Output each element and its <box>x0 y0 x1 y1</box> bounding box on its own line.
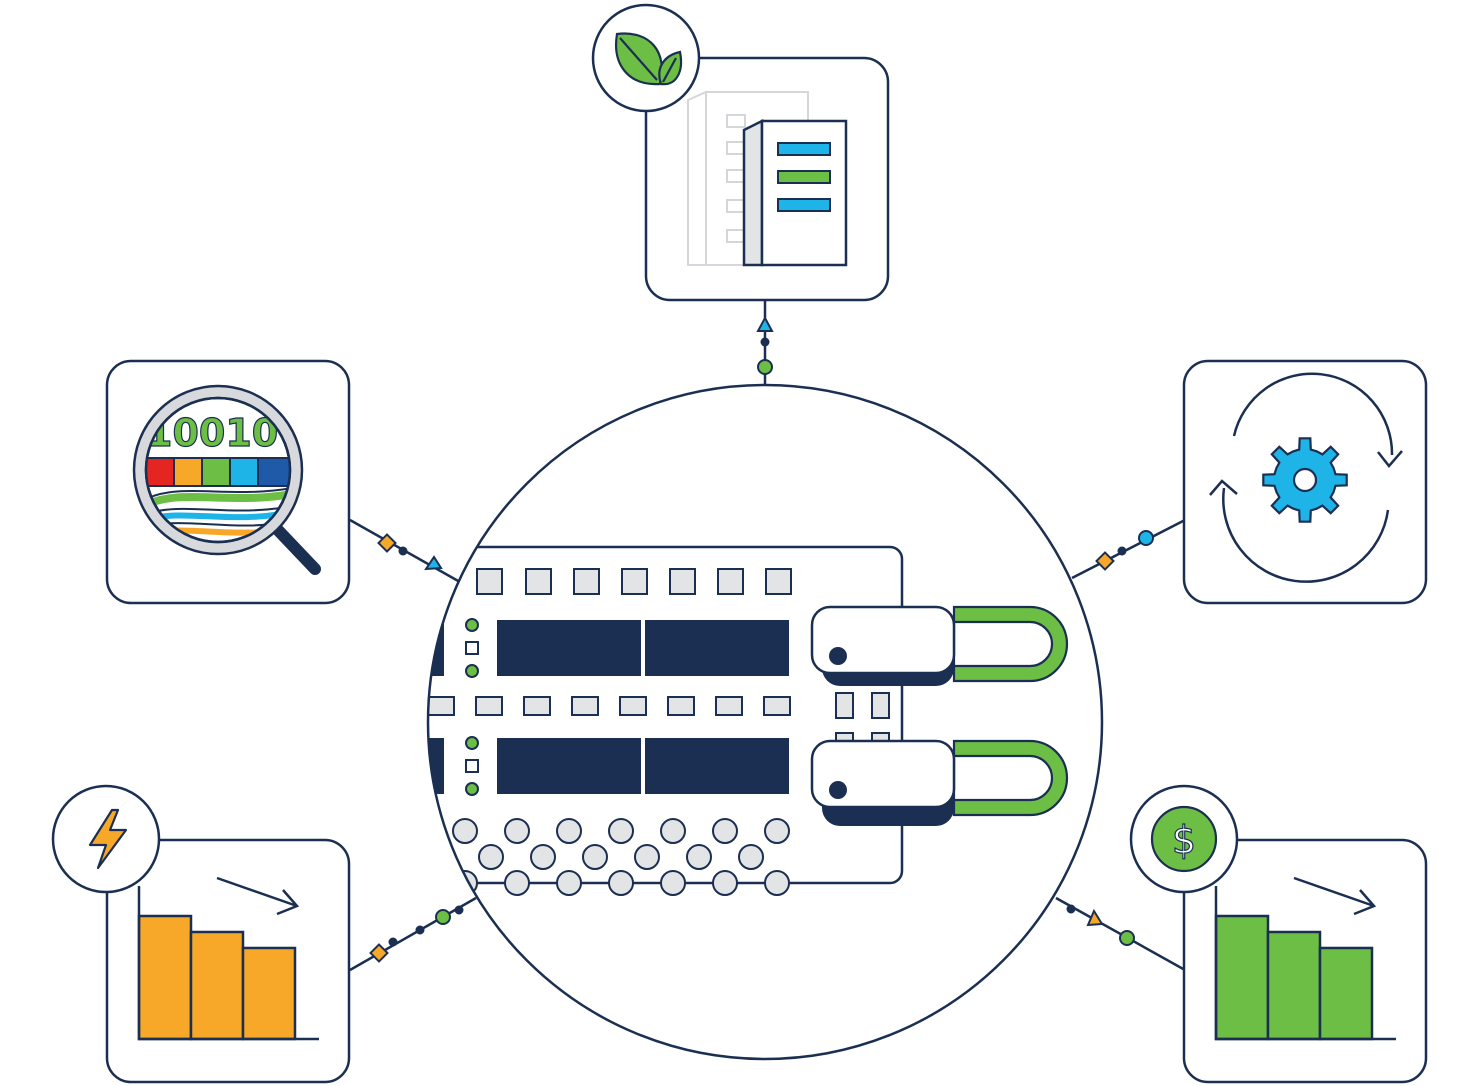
dot-marker <box>1066 904 1076 914</box>
vent-hole <box>712 870 738 896</box>
right-card <box>1182 359 1428 605</box>
vent-hole <box>504 818 530 844</box>
dot-marker <box>760 337 770 347</box>
vent-hole <box>764 870 790 896</box>
vent-hole <box>504 870 530 896</box>
circle-marker <box>435 909 451 925</box>
diamond-marker <box>377 533 397 553</box>
switch-port <box>871 692 890 719</box>
vent-hole <box>660 870 686 896</box>
gear-icon <box>1262 437 1348 523</box>
switch-port <box>765 568 792 595</box>
trend-arrow <box>1293 876 1375 908</box>
switch-port <box>428 696 455 716</box>
switch-port <box>717 568 744 595</box>
lightning-icon <box>88 808 128 870</box>
network-switch-icon <box>428 545 904 896</box>
gear-cycle-icon <box>1209 372 1403 583</box>
switch-port <box>525 568 552 595</box>
vent-hole <box>738 844 764 870</box>
triangle-marker <box>1086 908 1104 927</box>
switch-port <box>621 568 648 595</box>
switch-port <box>715 696 743 716</box>
switch-port <box>523 696 551 716</box>
lightning-badge <box>51 784 161 894</box>
diamond-marker <box>1095 551 1115 571</box>
bar-chart-decrease-icon <box>1214 876 1396 1041</box>
chart-bar <box>1266 930 1322 1041</box>
switch-port <box>571 696 599 716</box>
switch-port <box>475 696 503 716</box>
circle-marker <box>1138 530 1154 546</box>
dot-marker <box>388 937 398 947</box>
vent-hole <box>428 844 452 870</box>
trend-arrow-head <box>1353 889 1377 916</box>
vent-hole <box>478 844 504 870</box>
leaf-badge <box>591 3 701 113</box>
chart-bar <box>1318 946 1374 1041</box>
switch-port <box>669 568 696 595</box>
vent-hole <box>608 870 634 896</box>
switch-port <box>763 696 791 716</box>
trend-arrow-head <box>276 889 300 916</box>
dot-marker <box>454 905 464 915</box>
vent-hole <box>686 844 712 870</box>
vent-hole <box>530 844 556 870</box>
dot-marker <box>415 925 425 935</box>
vent-hole <box>608 818 634 844</box>
bar-chart-decrease-icon <box>137 876 319 1041</box>
leaf-icon <box>615 32 683 86</box>
vent-hole <box>556 870 582 896</box>
chart-axis <box>137 886 319 1041</box>
vent-hole <box>660 818 686 844</box>
switch-port <box>619 696 647 716</box>
vent-hole <box>712 818 738 844</box>
dollar-badge: $ <box>1129 784 1239 894</box>
connector-markers <box>369 315 1154 963</box>
dot-marker <box>398 546 408 556</box>
triangle-marker <box>756 315 774 332</box>
magnifier-data-icon: 10010 <box>132 384 321 575</box>
diamond-marker <box>369 943 389 963</box>
dollar-icon: $ <box>1172 818 1196 862</box>
bottom-left-card <box>51 784 351 1084</box>
switch-port <box>573 568 600 595</box>
dot-marker <box>1117 546 1127 556</box>
transceiver-module-2 <box>810 739 1069 826</box>
bottom-right-card: $ <box>1129 784 1428 1084</box>
switch-port <box>835 692 854 719</box>
switch-port <box>476 568 503 595</box>
chart-bar <box>137 914 193 1041</box>
vent-hole <box>582 844 608 870</box>
top-card <box>591 3 890 302</box>
center-switch <box>426 383 1104 1061</box>
trend-arrow <box>216 876 298 908</box>
vent-hole <box>556 818 582 844</box>
chart-bar <box>241 946 297 1041</box>
chart-bar <box>189 930 245 1041</box>
connector-right <box>1071 518 1186 580</box>
left-card: 10010 <box>105 359 351 605</box>
chart-bar <box>1214 914 1270 1041</box>
chart-axis <box>1214 886 1396 1041</box>
vent-hole <box>634 844 660 870</box>
transceiver-module-1 <box>810 605 1069 686</box>
triangle-marker <box>424 555 443 571</box>
switch-port <box>667 696 695 716</box>
circle-marker <box>757 359 773 375</box>
vent-hole <box>452 818 478 844</box>
circle-marker <box>1119 930 1135 946</box>
vent-hole <box>764 818 790 844</box>
document-icon <box>687 90 848 267</box>
